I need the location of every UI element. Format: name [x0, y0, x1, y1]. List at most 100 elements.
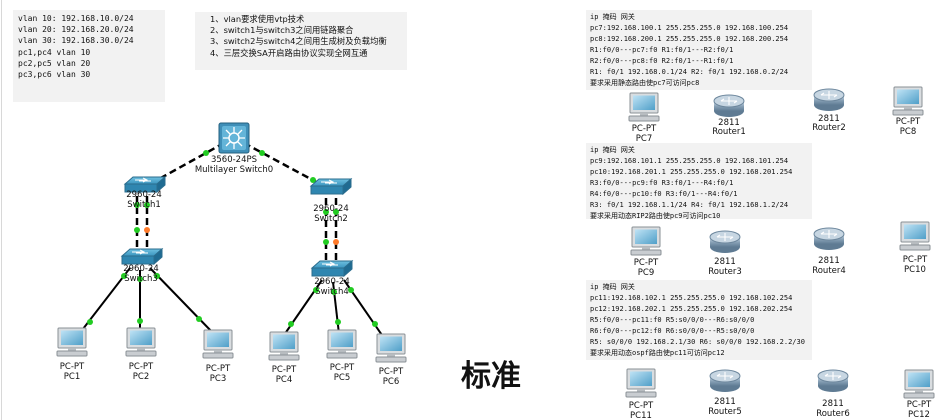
routing-note-rip2: ip 掩码 网关 pc9:192.168.101.1 255.255.255.0…	[586, 143, 812, 220]
link-light-up	[335, 319, 341, 325]
routing-note-line: pc7:192.168.100.1 255.255.255.0 192.168.…	[590, 24, 789, 32]
device-name-label: PC4	[276, 375, 292, 385]
link-light-up	[372, 321, 378, 327]
switch-4[interactable]: 2960-24 Switch4	[311, 260, 353, 297]
link-light-up	[154, 273, 160, 279]
device-type-label: 2960-24	[313, 204, 349, 214]
router-3[interactable]: 2811 Router3	[708, 230, 742, 277]
link-light-up	[331, 289, 337, 295]
pc-7[interactable]: PC-PT PC7	[628, 92, 660, 144]
link-light-up	[333, 209, 339, 215]
link-light-up	[134, 202, 140, 208]
pc-5[interactable]: PC-PT PC5	[326, 329, 358, 383]
router-5[interactable]: 2811 Router5	[708, 369, 742, 417]
routing-note-static: ip 掩码 网关 pc7:192.168.100.1 255.255.255.0…	[586, 10, 812, 90]
device-name-label: PC9	[638, 268, 654, 278]
link-light-up	[259, 150, 265, 156]
router-6[interactable]: 2811 Router6	[816, 369, 850, 419]
routing-note-line: R3: f0/1 192.168.1.1/24 R4: f0/1 192.168…	[590, 201, 789, 209]
device-name-label: Switch1	[127, 200, 161, 210]
router-icon	[709, 369, 741, 393]
link-light-up	[137, 276, 143, 282]
switch-icon	[121, 248, 163, 265]
pc-11[interactable]: PC-PT PC11	[625, 368, 657, 420]
device-type-label: 3560-24PS	[211, 155, 257, 165]
switch-3[interactable]: 2960-24 Switch3	[121, 248, 163, 284]
device-name-label: PC1	[64, 372, 80, 382]
pc-icon	[892, 86, 924, 116]
pc-icon	[125, 327, 157, 357]
router-1[interactable]: 2811 Router1	[712, 94, 746, 137]
routing-note-line: R5: s0/0/0 192.168.2.1/30 R6: s0/0/0 192…	[590, 338, 805, 346]
routing-note-line: ip 掩码 网关	[590, 283, 635, 291]
link-light-up	[121, 273, 127, 279]
pc-icon	[628, 92, 660, 122]
device-name-label: Router5	[708, 407, 742, 417]
device-name-label: PC12	[908, 410, 930, 420]
pc-2[interactable]: PC-PT PC2	[125, 327, 157, 382]
device-name-label: Router4	[812, 266, 846, 276]
vlan-note-line: vlan 30: 192.168.30.0/24	[18, 36, 134, 46]
pc-9[interactable]: PC-PT PC9	[630, 226, 662, 278]
vlan-note: vlan 10: 192.168.10.0/24 vlan 20: 192.16…	[13, 10, 165, 102]
pc-icon	[375, 333, 407, 363]
device-name-label: PC2	[133, 372, 149, 382]
routing-note-ospf: ip 掩码 网关 pc11:192.168.102.1 255.255.255.…	[586, 280, 812, 360]
router-icon	[817, 369, 849, 393]
router-4[interactable]: 2811 Router4	[812, 227, 846, 276]
device-name-label: Router6	[816, 409, 850, 419]
requirements-note: 1、vlan要求使用vtp技术 2、switch1与switch3之间用链路聚合…	[195, 12, 407, 70]
switch-icon	[311, 260, 353, 277]
link-light-up	[203, 150, 209, 156]
device-type-label: 2811	[818, 114, 840, 124]
router-icon	[813, 88, 845, 112]
routing-note-line: ip 掩码 网关	[590, 146, 635, 154]
device-type-label: PC-PT	[896, 117, 921, 127]
routing-note-line: pc10:192.168.201.1 255.255.255.0 192.168…	[590, 168, 793, 176]
routing-note-line: pc9:192.168.101.1 255.255.255.0 192.168.…	[590, 157, 789, 165]
device-type-label: PC-PT	[634, 258, 659, 268]
link-light-blocked	[144, 227, 150, 233]
switch-icon	[310, 178, 352, 195]
routing-note-line: R4:f0/0---pc10:f0 R3:f0/1---R4:f0/1	[590, 190, 738, 198]
device-type-label: 2811	[822, 399, 844, 409]
requirement-line: 3、switch2与switch4之间用生成树及负载均衡	[210, 36, 387, 47]
link-light-up	[313, 287, 319, 293]
device-type-label: 2960-24	[314, 277, 350, 287]
link-light-up	[144, 202, 150, 208]
vlan-note-line: pc3,pc6 vlan 30	[18, 70, 91, 80]
device-name-label: PC5	[334, 373, 350, 383]
device-name-label: PC6	[383, 377, 399, 387]
link-light-up	[288, 321, 294, 327]
multilayer-switch-0[interactable]: 3560-24PS Multilayer Switch0	[195, 122, 273, 175]
pc-10[interactable]: PC-PT PC10	[899, 221, 931, 275]
link-light-blocked	[333, 239, 339, 245]
device-type-label: PC-PT	[272, 365, 297, 375]
link-light-up	[310, 177, 316, 183]
device-type-label: PC-PT	[903, 255, 928, 265]
pc-12[interactable]: PC-PT PC12	[903, 369, 935, 420]
multilayer-switch-icon	[218, 122, 250, 154]
device-name-label: PC10	[904, 265, 926, 275]
pc-8[interactable]: PC-PT PC8	[892, 86, 924, 137]
pc-4[interactable]: PC-PT PC4	[268, 331, 300, 385]
router-2[interactable]: 2811 Router2	[812, 88, 846, 133]
device-name-label: PC11	[630, 411, 652, 420]
overlay-text-fragment: 标准	[461, 359, 521, 394]
routing-note-line: R2:f0/0---pc8:f0 R2:f0/1---R1:f0/1	[590, 57, 734, 65]
vlan-note-line: vlan 10: 192.168.10.0/24	[18, 14, 134, 23]
vlan-note-line: pc1,pc4 vlan 10	[18, 47, 91, 57]
link-ms0-sw2	[243, 141, 321, 186]
pc-1[interactable]: PC-PT PC1	[56, 327, 88, 382]
pc-3[interactable]: PC-PT PC3	[202, 329, 234, 384]
link-sw3-pc3	[149, 267, 215, 335]
pc-6[interactable]: PC-PT PC6	[375, 333, 407, 387]
router-icon	[713, 94, 745, 118]
routing-note-line: 要求采用动态ospf路由使pc11可访问pc12	[590, 349, 725, 357]
link-light-up	[196, 316, 202, 322]
device-type-label: 2811	[718, 118, 740, 128]
switch-2[interactable]: 2960-24 Switch2	[310, 178, 352, 224]
device-name-label: Switch4	[315, 287, 349, 297]
link-light-up	[137, 318, 143, 324]
switch-1[interactable]: 2960-24 Switch1	[124, 176, 166, 210]
